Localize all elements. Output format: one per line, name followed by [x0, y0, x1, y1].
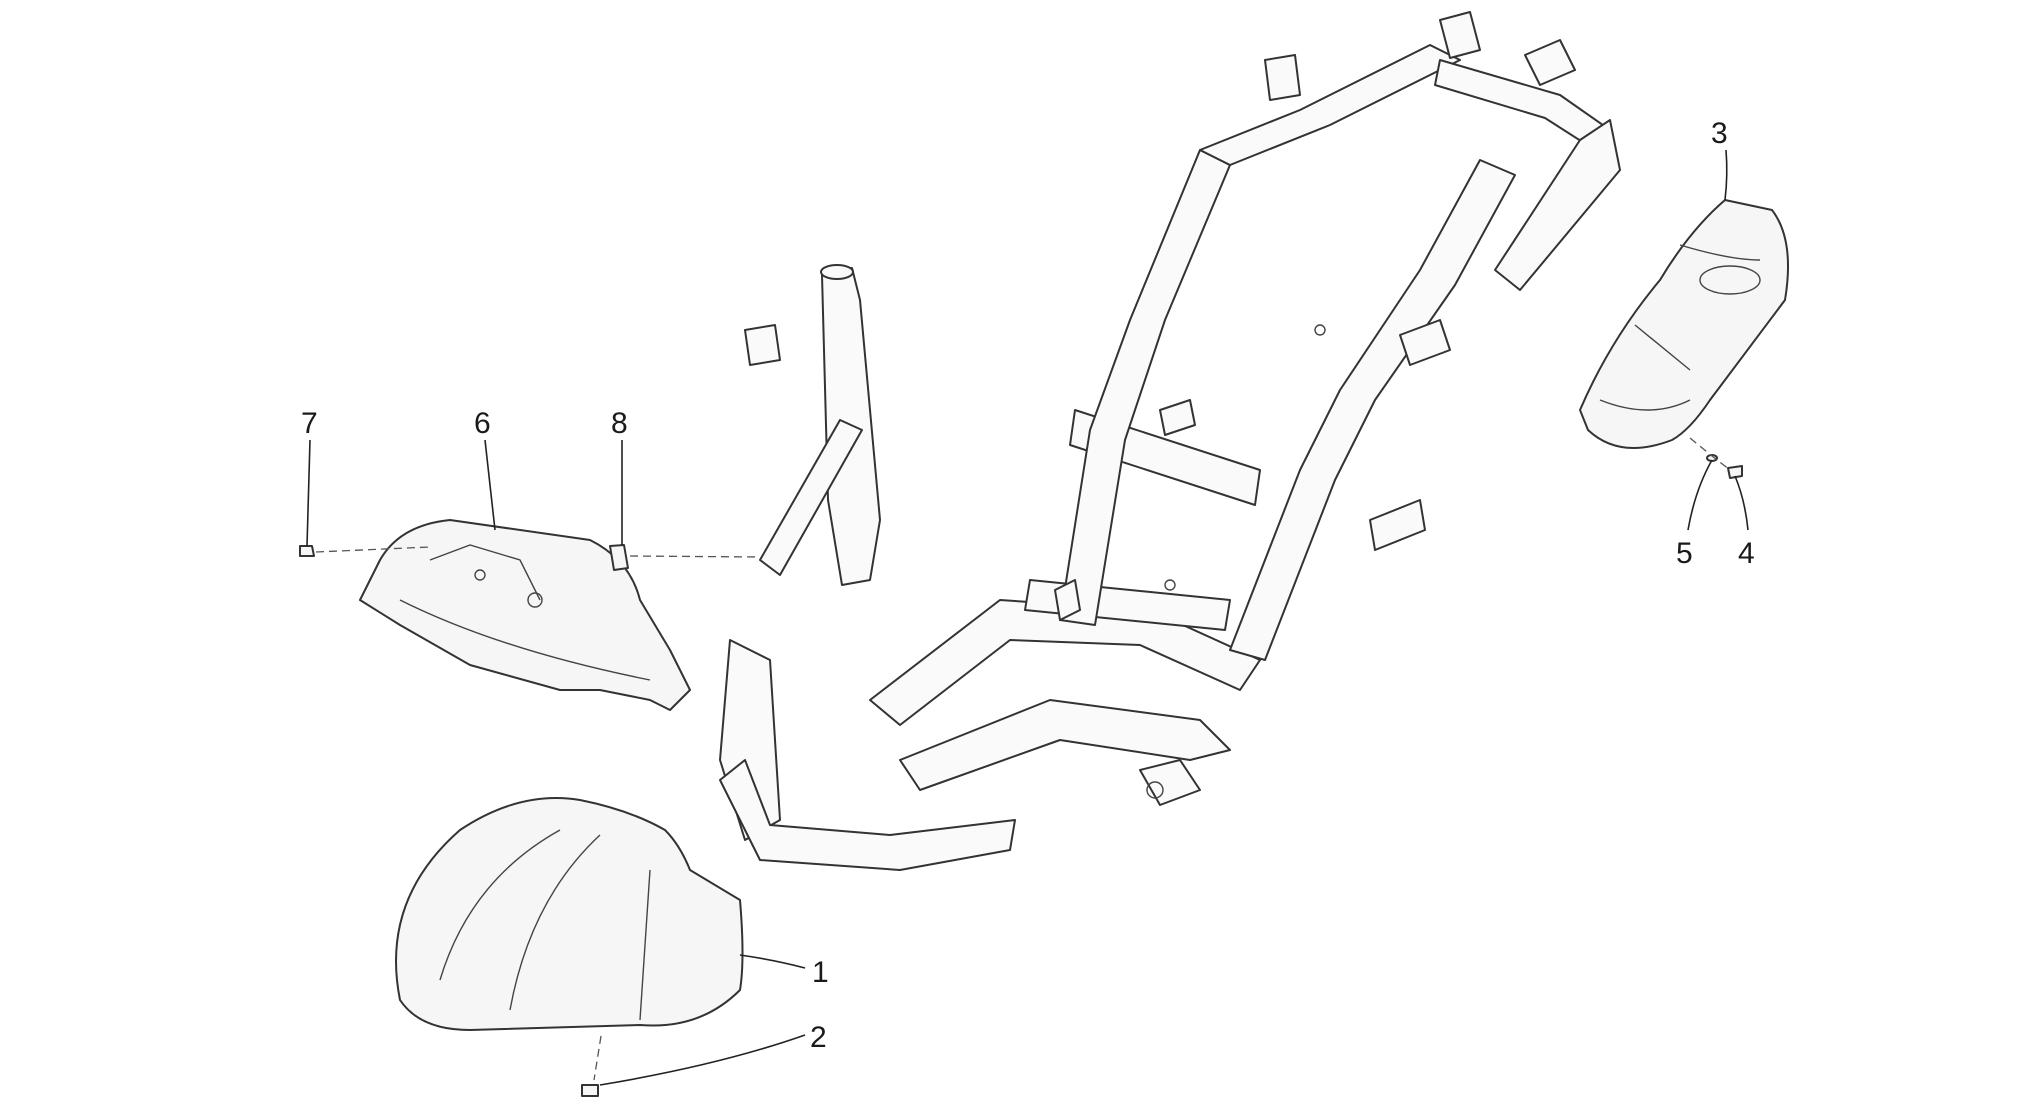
scooter-frame	[719, 11, 1621, 871]
callout-1: 1	[812, 956, 829, 989]
rear-mudguard-part-3	[1579, 199, 1790, 449]
leader-line-5	[1687, 459, 1713, 531]
leader-line-4	[1734, 475, 1749, 531]
leader-line-1	[739, 954, 806, 969]
assembly-line-8-frame	[629, 555, 761, 558]
callout-4: 4	[1738, 537, 1755, 570]
screw-part-2	[581, 1084, 599, 1097]
screw-part-7	[299, 545, 315, 557]
leader-line-7	[306, 439, 311, 547]
assembly-line-3-5-4	[1689, 437, 1731, 471]
assembly-line-1-2	[593, 1035, 602, 1081]
leader-line-2	[599, 1034, 806, 1086]
callout-5: 5	[1676, 537, 1693, 570]
callout-6: 6	[474, 407, 491, 440]
callout-3: 3	[1711, 117, 1728, 150]
callout-2: 2	[810, 1021, 827, 1054]
leader-line-3	[1724, 149, 1728, 201]
front-mudguard-part-1	[395, 797, 744, 1031]
leader-line-6	[484, 439, 496, 531]
clip-part-8	[609, 544, 629, 571]
screw-part-4	[1727, 465, 1743, 479]
callout-7: 7	[301, 407, 318, 440]
assembly-line-7-6-8	[315, 546, 431, 553]
callout-8: 8	[611, 407, 628, 440]
